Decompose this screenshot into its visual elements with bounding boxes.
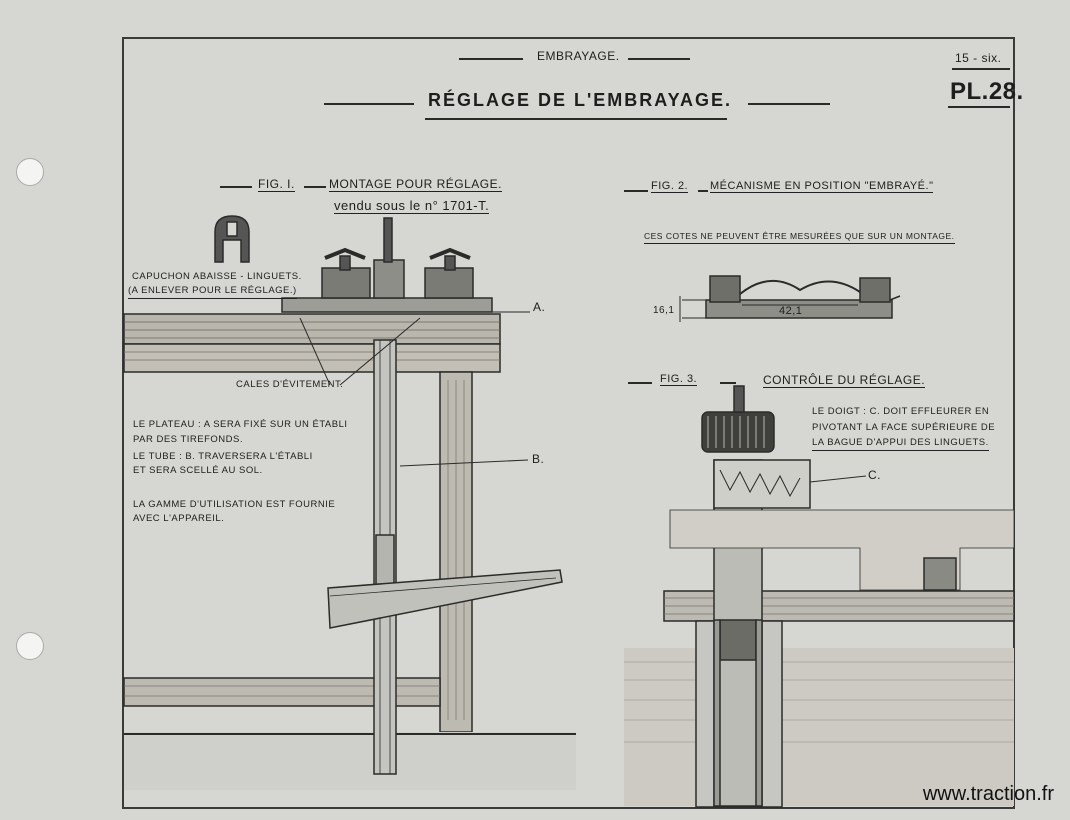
note-plate-line2: PAR DES TIREFONDS. bbox=[133, 434, 243, 445]
cap-icon bbox=[214, 215, 250, 263]
cap-label-line2: (A ENLEVER POUR LE RÉGLAGE.) bbox=[128, 284, 297, 299]
marker-c: C. bbox=[868, 468, 881, 482]
section-title: EMBRAYAGE. bbox=[537, 49, 620, 63]
dimension-length: 42,1 bbox=[779, 305, 803, 317]
fig1-label: FIG. I. bbox=[258, 177, 295, 192]
fig3-note-line3: LA BAGUE D'APPUI DES LINGUETS. bbox=[812, 436, 989, 451]
marker-b: B. bbox=[532, 452, 545, 466]
note-range-line2: AVEC L'APPAREIL. bbox=[133, 513, 225, 524]
fig2-label: FIG. 2. bbox=[651, 180, 689, 193]
plate-number: PL.28. bbox=[950, 78, 1024, 105]
fig3-title: CONTRÔLE DU RÉGLAGE. bbox=[763, 373, 926, 388]
note-plate-line1: LE PLATEAU : A SERA FIXÉ SUR UN ÉTABLI bbox=[133, 419, 348, 430]
shims-label: CALES D'ÉVITEMENT. bbox=[236, 379, 344, 390]
note-range-line1: LA GAMME D'UTILISATION EST FOURNIE bbox=[133, 499, 336, 510]
dimension-height: 16,1 bbox=[653, 305, 675, 316]
marker-a: A. bbox=[533, 300, 546, 314]
note-tube-line2: ET SERA SCELLÉ AU SOL. bbox=[133, 465, 263, 476]
fig3-note-line1: LE DOIGT : C. DOIT EFFLEURER EN bbox=[812, 406, 990, 417]
drawing-frame bbox=[122, 37, 1015, 809]
fig1-title: MONTAGE POUR RÉGLAGE. bbox=[329, 177, 502, 192]
fig3-label: FIG. 3. bbox=[660, 373, 698, 386]
fig2-title: MÉCANISME EN POSITION "EMBRAYÉ." bbox=[710, 180, 934, 193]
fig2-note: CES COTES NE PEUVENT ÊTRE MESURÉES QUE S… bbox=[644, 229, 955, 244]
fig1-subtitle: vendu sous le n° 1701-T. bbox=[334, 198, 490, 214]
punch-hole-bottom bbox=[16, 632, 44, 660]
punch-hole-top bbox=[16, 158, 44, 186]
note-tube-line1: LE TUBE : B. TRAVERSERA L'ÉTABLI bbox=[133, 451, 313, 462]
page-title: RÉGLAGE DE L'EMBRAYAGE. bbox=[428, 90, 732, 110]
reference-code: 15 - six. bbox=[955, 51, 1002, 65]
fig3-note-line2: PIVOTANT LA FACE SUPÉRIEURE DE bbox=[812, 422, 996, 433]
watermark: www.traction.fr bbox=[922, 783, 1054, 805]
cap-label-line1: CAPUCHON ABAISSE - LINGUETS. bbox=[132, 271, 302, 282]
